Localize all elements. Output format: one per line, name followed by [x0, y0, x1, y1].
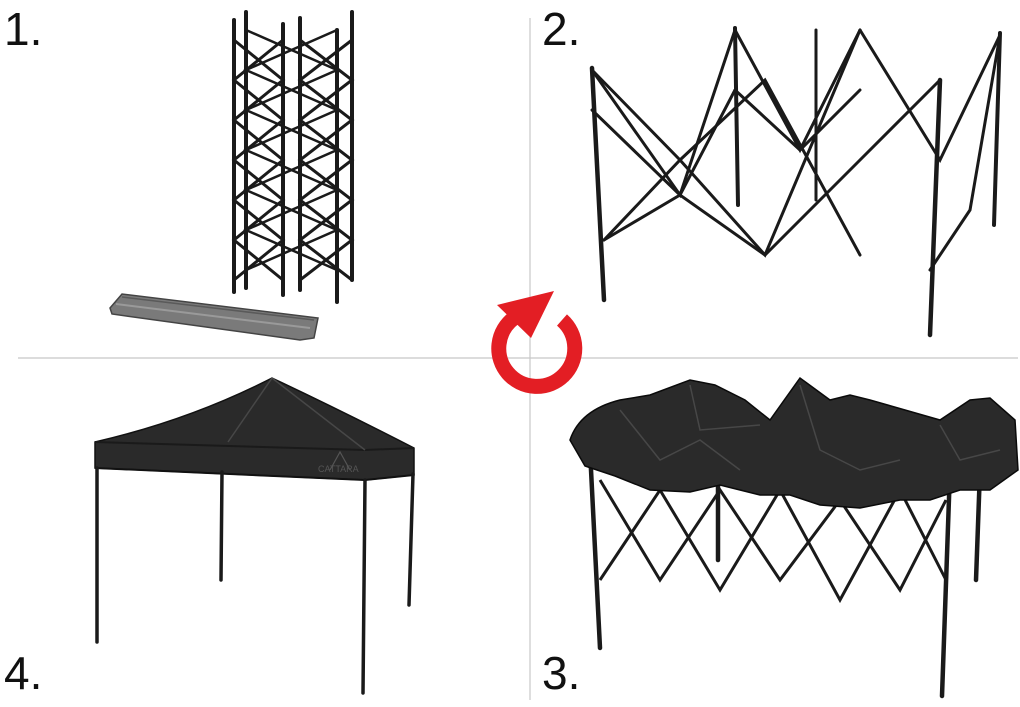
step-3-label: 3. [542, 647, 581, 699]
quadrant-dividers [18, 18, 1018, 700]
step-2-label: 2. [542, 3, 581, 55]
step-1-label: 1. [4, 3, 43, 55]
brand-text: CATTARA [318, 464, 359, 474]
step4-finished-tent: CATTARA [94, 377, 415, 695]
step1-carry-bag [109, 293, 319, 341]
step-4-label: 4. [4, 647, 43, 699]
step1-folded-frame [231, 10, 355, 304]
rotate-clockwise-arrow-icon [491, 291, 583, 394]
step3-frame-with-canopy [569, 376, 1019, 699]
step2-expanded-frame [589, 26, 1002, 338]
tent-logo: CATTARA [318, 450, 359, 474]
draped-canopy [569, 376, 1019, 509]
tent-roof [94, 377, 415, 481]
